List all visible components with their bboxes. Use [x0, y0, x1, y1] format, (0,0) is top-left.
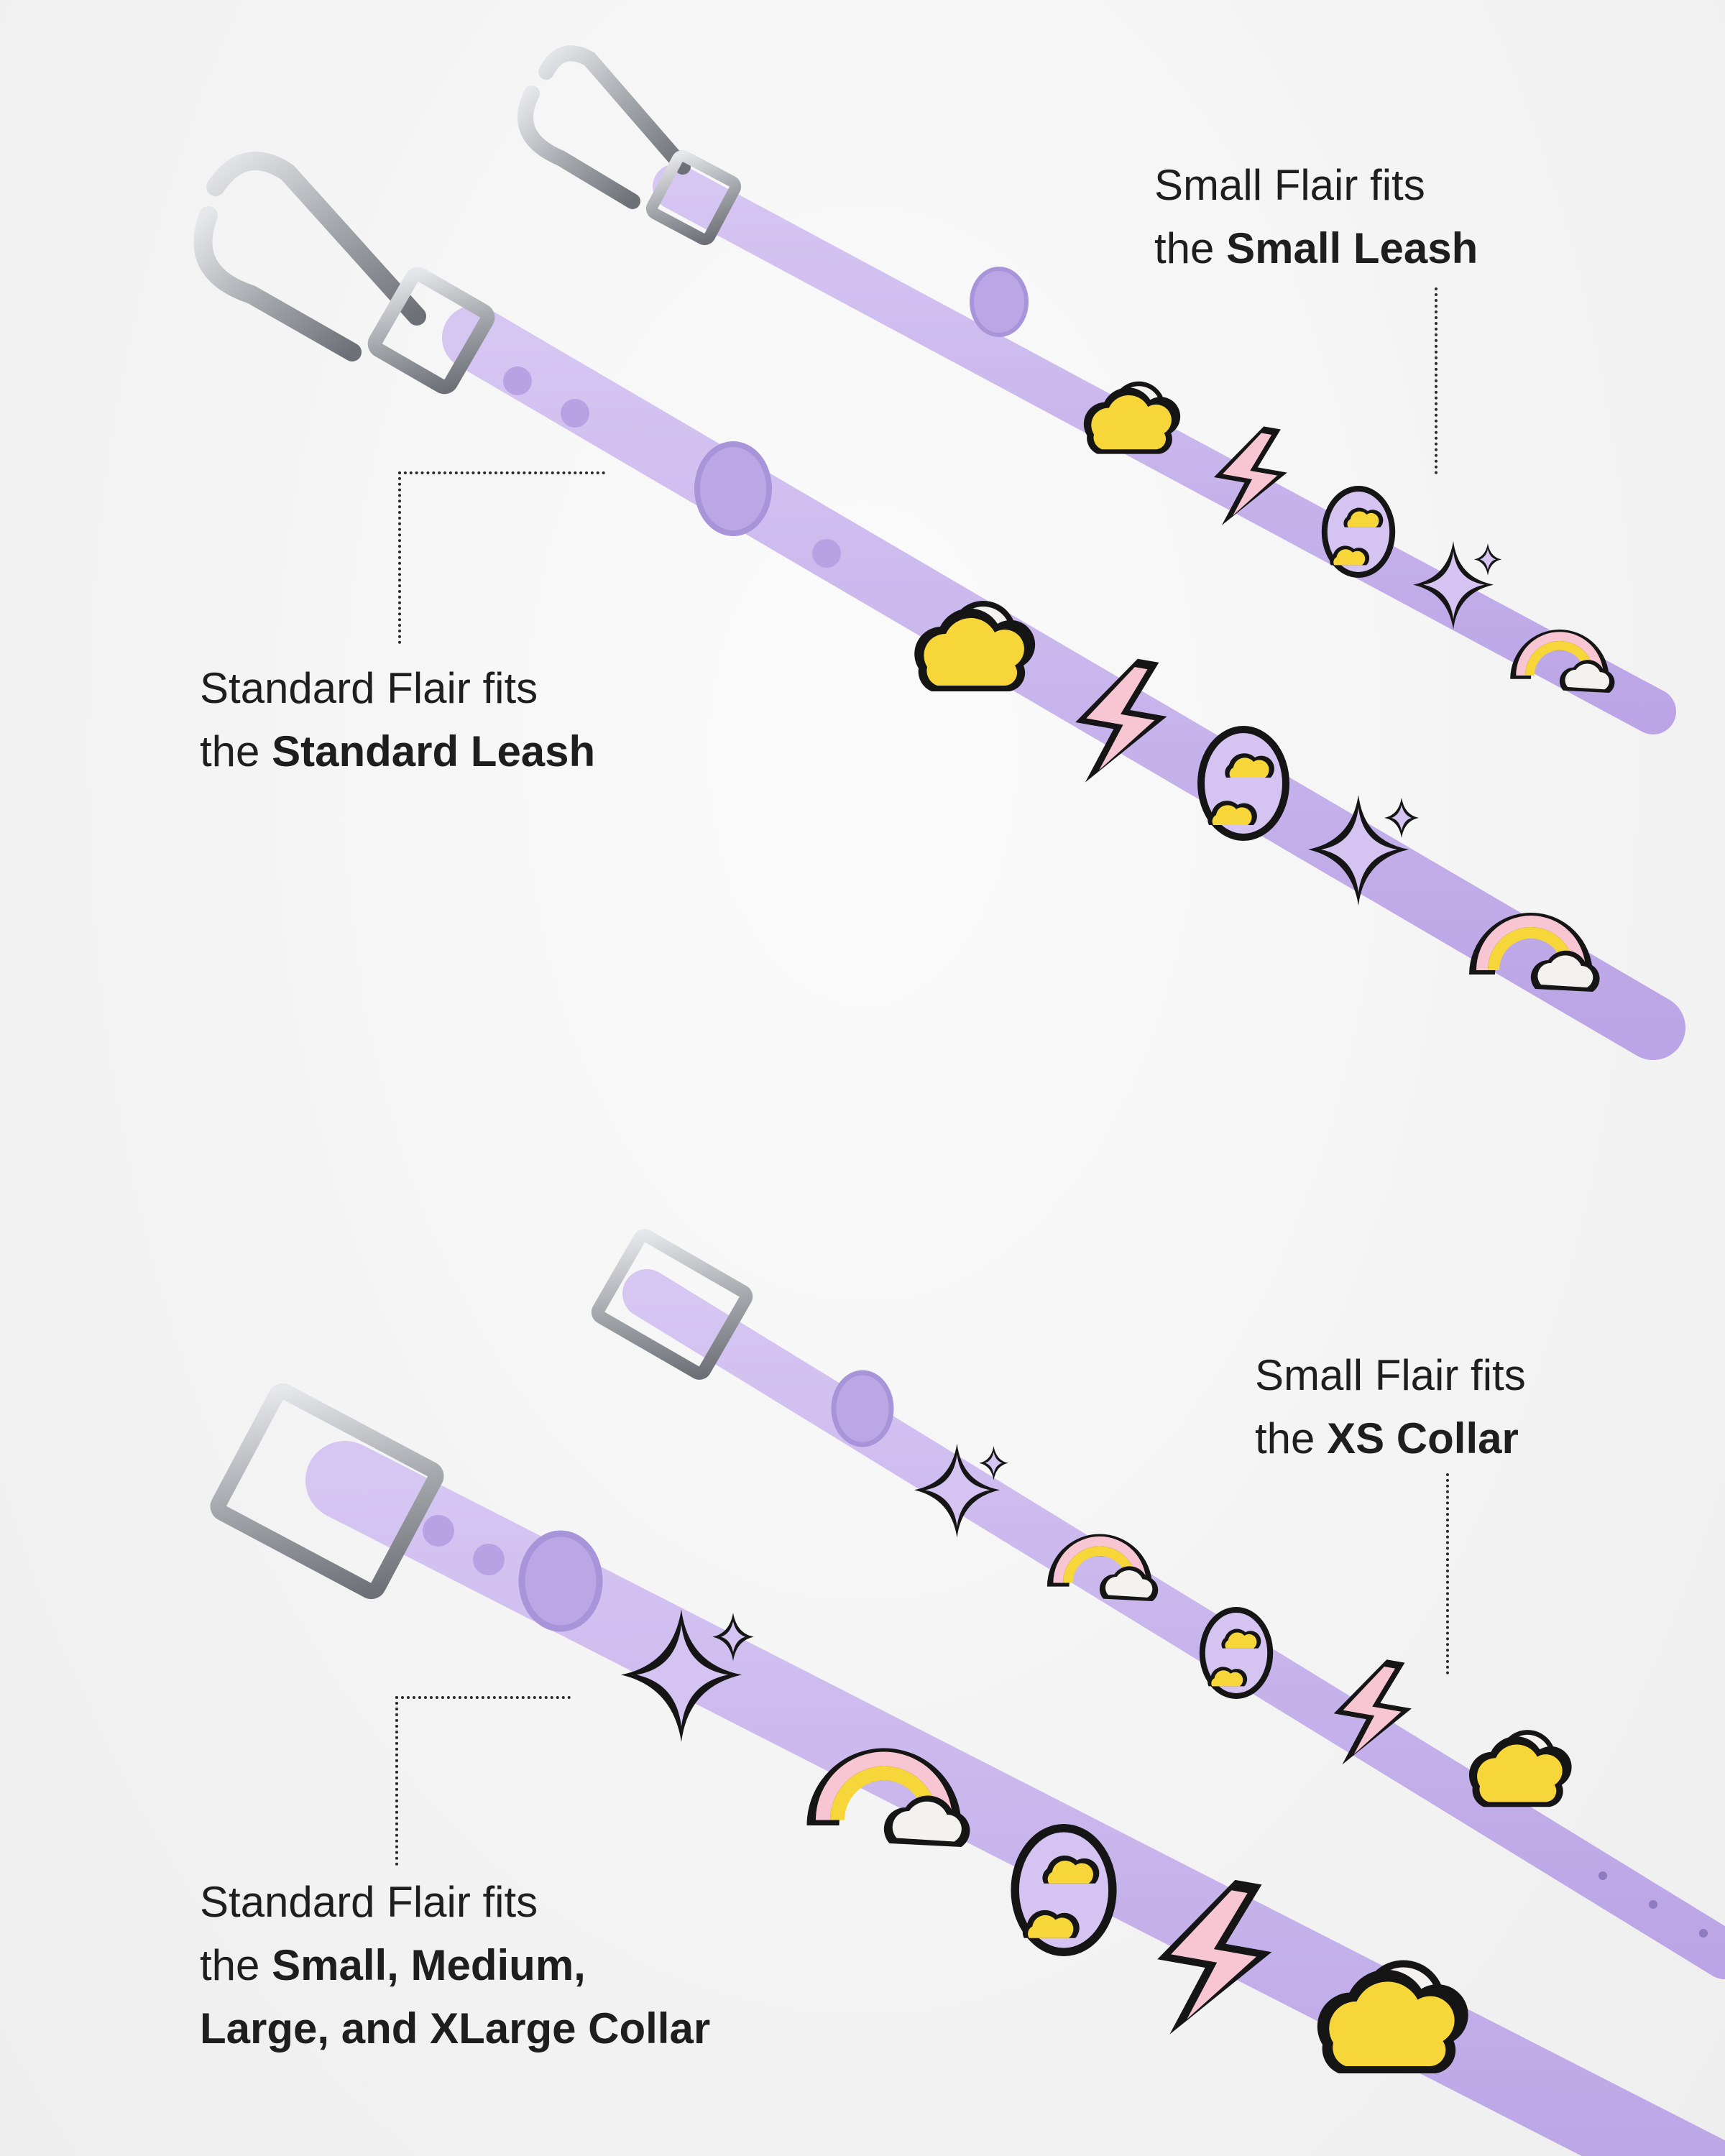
caption-prefix: Standard Flair fits — [200, 1878, 538, 1926]
small-leash-leader-line — [1435, 287, 1438, 474]
caption-the: the — [1255, 1414, 1328, 1462]
standard-collar — [210, 1383, 1725, 2156]
standard-collar-caption: Standard Flair fits the Small, Medium, L… — [200, 1871, 710, 2060]
caption-product: Small, Medium, — [272, 1941, 586, 1989]
xs-collar-caption: Small Flair fits the XS Collar — [1255, 1344, 1526, 1470]
xs-collar-leader-line — [1446, 1473, 1449, 1674]
small-leash — [518, 45, 1676, 734]
small-leash-clip — [518, 45, 742, 246]
caption-product: Small Leash — [1226, 224, 1478, 272]
caption-product: XS Collar — [1327, 1414, 1519, 1462]
std-collar-leader-line-horizontal — [395, 1696, 571, 1699]
caption-the: the — [1154, 224, 1227, 272]
caption-the: the — [200, 1941, 272, 1989]
xs-collar — [591, 1229, 1725, 1979]
caption-prefix: Small Flair fits — [1255, 1351, 1526, 1399]
small-leash-caption: Small Flair fits the Small Leash — [1154, 154, 1478, 280]
caption-the: the — [200, 727, 272, 775]
xs-collar-buckle — [591, 1229, 753, 1380]
caption-product-continued: Large, and XLarge Collar — [200, 2004, 711, 2053]
standard-leash-leader-line-vertical — [398, 471, 401, 644]
standard-leash-leader-line-horizontal — [398, 471, 605, 474]
caption-prefix: Standard Flair fits — [200, 664, 538, 712]
caption-product: Standard Leash — [272, 727, 596, 775]
standard-leash-caption: Standard Flair fits the Standard Leash — [200, 657, 595, 783]
caption-prefix: Small Flair fits — [1154, 161, 1425, 209]
standard-leash — [193, 152, 1685, 1060]
std-collar-leader-line-vertical — [395, 1696, 398, 1866]
standard-collar-buckle — [210, 1383, 444, 1600]
standard-leash-clip — [193, 152, 495, 395]
